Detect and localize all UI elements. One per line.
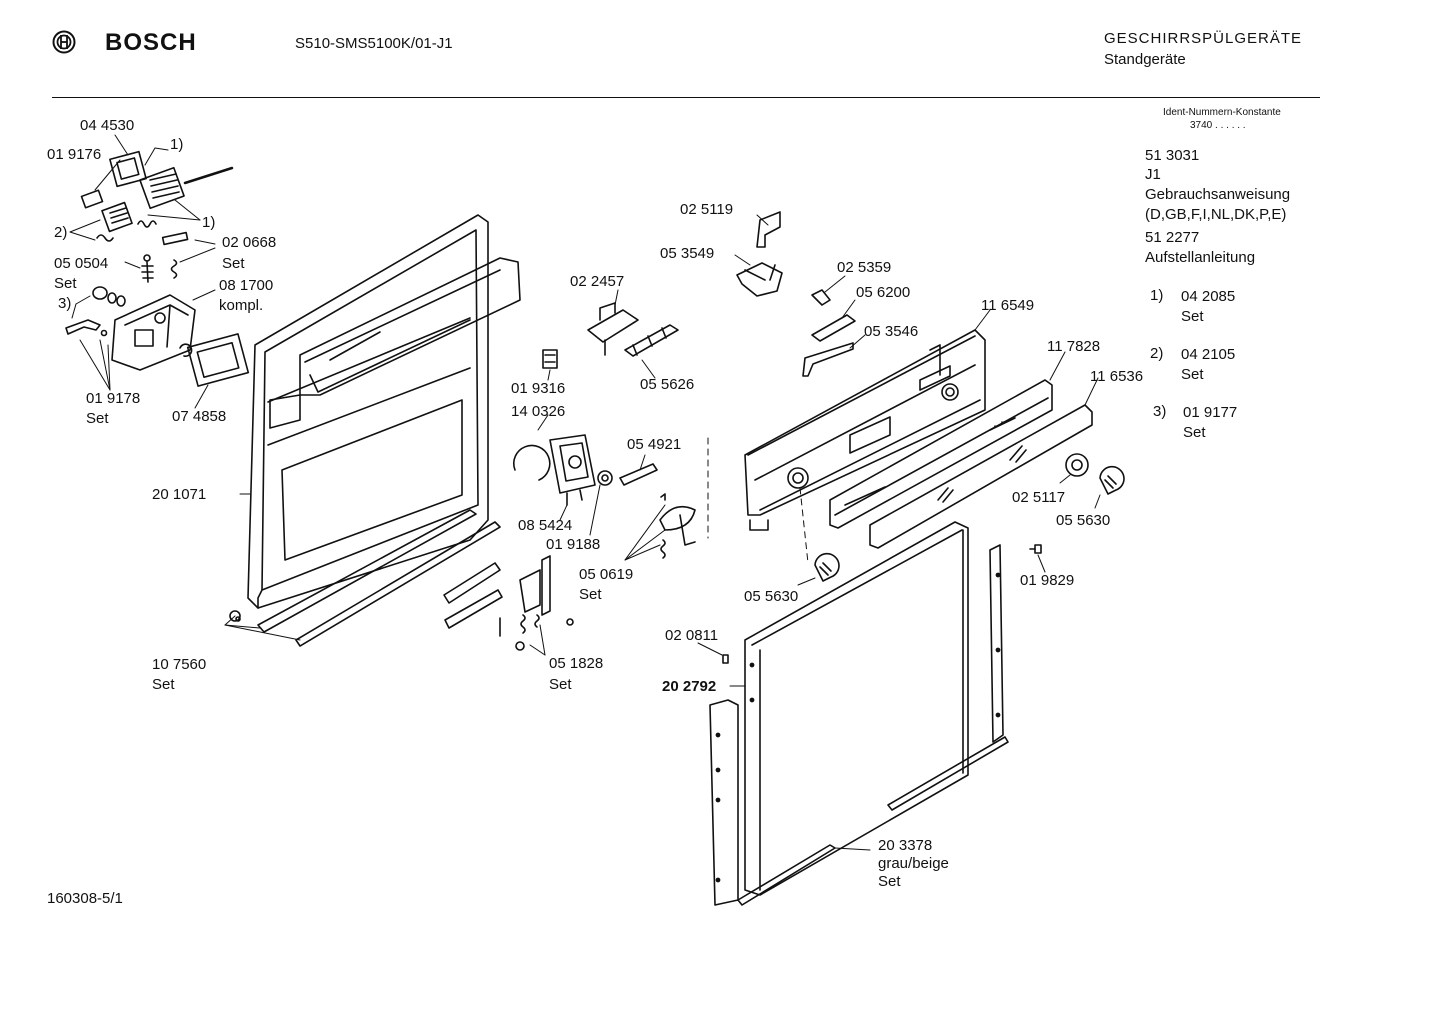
note-suffix: Set [1181, 366, 1204, 383]
part-label: 02 5117 [1012, 489, 1066, 506]
timer-085424 [512, 349, 613, 506]
part-label: 05 1828 [549, 655, 604, 672]
part-label: 05 4921 [627, 436, 682, 453]
doc1-name: Gebrauchsanweisung [1145, 186, 1291, 203]
note-ref: 1) [202, 214, 216, 231]
hinge-brackets-051828 [443, 555, 574, 656]
note-suffix: Set [1183, 424, 1206, 441]
part-label: 02 5119 [680, 201, 734, 218]
control-panel-116549 [744, 329, 986, 531]
doc1-number: 51 3031 [1145, 147, 1200, 164]
note-number: 04 2105 [1181, 346, 1236, 363]
doc1-suffix: J1 [1145, 166, 1161, 183]
part-label: 05 3549 [660, 245, 715, 262]
part-label: 02 5359 [837, 259, 892, 276]
part-set: Set [878, 873, 901, 890]
part-label: 05 5630 [744, 588, 799, 605]
subcategory-title: Standgeräte [1104, 51, 1186, 68]
doc2-number: 51 2277 [1145, 229, 1200, 246]
door-panel-201071 [239, 214, 521, 609]
part-label: 05 0619 [579, 566, 634, 583]
model-number: S510-SMS5100K/01-J1 [295, 35, 453, 52]
part-label: 20 3378 [878, 837, 933, 854]
part-label: 20 2792 [662, 678, 717, 695]
note-key: 2) [1150, 345, 1164, 362]
door-rails-107560 [224, 509, 501, 647]
part-label: 08 5424 [518, 517, 573, 534]
header-divider [52, 97, 1320, 98]
part-set: Set [222, 255, 245, 272]
note-number: 04 2085 [1181, 288, 1236, 305]
note-key: 3) [1153, 403, 1167, 420]
handle-050619 [619, 437, 709, 559]
category-title: GESCHIRRSPÜLGERÄTE [1104, 30, 1303, 47]
part-set: Set [86, 410, 109, 427]
top-brackets [736, 211, 856, 377]
doc1-languages: (D,GB,F,I,NL,DK,P,E) [1145, 206, 1287, 223]
part-label: 14 0326 [511, 403, 566, 420]
part-label: 01 9188 [546, 536, 601, 553]
note-suffix: Set [1181, 308, 1204, 325]
part-set: Set [54, 275, 77, 292]
part-label: 08 1700 [219, 277, 274, 294]
part-set: Set [152, 676, 175, 693]
part-label: 01 9178 [86, 390, 141, 407]
switch-block-081700 [111, 294, 250, 387]
note-key: 1) [1150, 287, 1164, 304]
part-set: Set [549, 676, 572, 693]
note-ref: 3) [58, 295, 72, 312]
doc2-name: Aufstellanleitung [1145, 249, 1256, 266]
part-set: Set [579, 586, 602, 603]
part-label: 05 5626 [640, 376, 695, 393]
part-label: 02 0668 [222, 234, 277, 251]
front-door-202792 [709, 521, 1009, 906]
part-color: grau/beige [878, 855, 949, 872]
document-id: 160308-5/1 [47, 890, 123, 907]
part-label: 20 1071 [152, 486, 207, 503]
part-label: 05 6200 [856, 284, 911, 301]
part-label: 01 9176 [47, 146, 102, 163]
part-label: 04 4530 [80, 117, 135, 134]
bosch-logo-icon [52, 30, 76, 54]
part-label: 07 4858 [172, 408, 227, 425]
part-label: 05 5630 [1056, 512, 1111, 529]
part-label: 05 3546 [864, 323, 919, 340]
part-label: 11 6549 [981, 297, 1035, 314]
small-parts-group [65, 150, 234, 337]
part-label: 01 9829 [1020, 572, 1075, 589]
part-label: 11 6536 [1090, 368, 1144, 385]
part-label: 05 0504 [54, 255, 109, 272]
note-number: 01 9177 [1183, 404, 1238, 421]
leader-lines [69, 134, 1101, 656]
part-label: 01 9316 [511, 380, 566, 397]
part-label: 10 7560 [152, 656, 207, 673]
ident-value: 3740 . . . . . . [1190, 120, 1246, 131]
part-set: kompl. [219, 297, 264, 314]
door-latch [587, 302, 679, 357]
knobs [722, 453, 1125, 664]
brand-name: BOSCH [105, 29, 197, 56]
note-ref: 2) [54, 224, 68, 241]
part-label: 02 0811 [665, 627, 719, 644]
part-label: 02 2457 [570, 273, 625, 290]
note-ref: 1) [170, 136, 184, 153]
part-label: 11 7828 [1047, 338, 1101, 355]
ident-title: Ident-Nummern-Konstante [1163, 107, 1281, 118]
